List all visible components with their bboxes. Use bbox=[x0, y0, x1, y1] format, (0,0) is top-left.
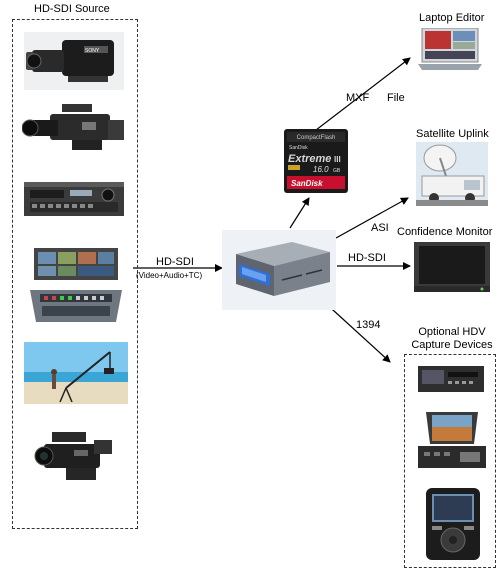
card-capacity-unit-text: GB bbox=[333, 168, 341, 174]
hdv-deck-icon bbox=[418, 362, 484, 396]
card-format-text: CompactFlash bbox=[297, 135, 336, 141]
card-product-suffix-text: III bbox=[334, 155, 341, 164]
arrow-recorder-to-card bbox=[290, 198, 309, 228]
card-capacity-text: 16.0 bbox=[313, 165, 329, 174]
handheld-camcorder-icon bbox=[34, 428, 118, 486]
satellite-truck-icon bbox=[416, 142, 488, 206]
card-product-text: Extreme bbox=[288, 153, 331, 165]
confidence-monitor-icon bbox=[414, 242, 490, 294]
dest-label-hdv-line1: Optional HDV bbox=[409, 326, 495, 339]
dest-label-hdv-line2: Capture Devices bbox=[409, 339, 495, 352]
link-label-file: File bbox=[387, 92, 405, 105]
compactflash-card-icon: CompactFlash SanDisk Extreme III 16.0 GB… bbox=[283, 128, 349, 194]
crane-shot-icon bbox=[24, 342, 128, 404]
vtr-deck-icon bbox=[24, 178, 124, 220]
recorder-device-icon bbox=[222, 230, 336, 310]
link-label-hd-sdi-monitor: HD-SDI bbox=[348, 252, 386, 265]
link-label-mxf: MXF bbox=[346, 92, 369, 105]
dest-label-satellite-uplink: Satellite Uplink bbox=[416, 128, 489, 141]
production-switcher-icon bbox=[30, 248, 122, 326]
camera-badge-text: SONY bbox=[85, 48, 100, 54]
card-brand-bottom-text: SanDisk bbox=[291, 179, 323, 188]
link-label-hd-sdi-main: HD-SDI bbox=[156, 256, 194, 269]
link-label-signal-contents: (Video+Audio+TC) bbox=[136, 271, 202, 280]
dest-label-laptop-editor: Laptop Editor bbox=[419, 12, 484, 25]
source-title: HD-SDI Source bbox=[34, 3, 110, 16]
link-label-asi: ASI bbox=[371, 222, 389, 235]
portable-hdv-recorder-icon bbox=[416, 410, 488, 472]
dest-label-confidence-monitor: Confidence Monitor bbox=[397, 226, 492, 239]
hdd-recorder-icon bbox=[420, 486, 486, 562]
camcorder-icon bbox=[22, 102, 126, 154]
link-label-1394: 1394 bbox=[356, 319, 380, 332]
card-brand-small-text: SanDisk bbox=[289, 145, 308, 151]
box-camera-icon: SONY bbox=[24, 32, 124, 90]
laptop-editor-icon bbox=[418, 28, 482, 72]
